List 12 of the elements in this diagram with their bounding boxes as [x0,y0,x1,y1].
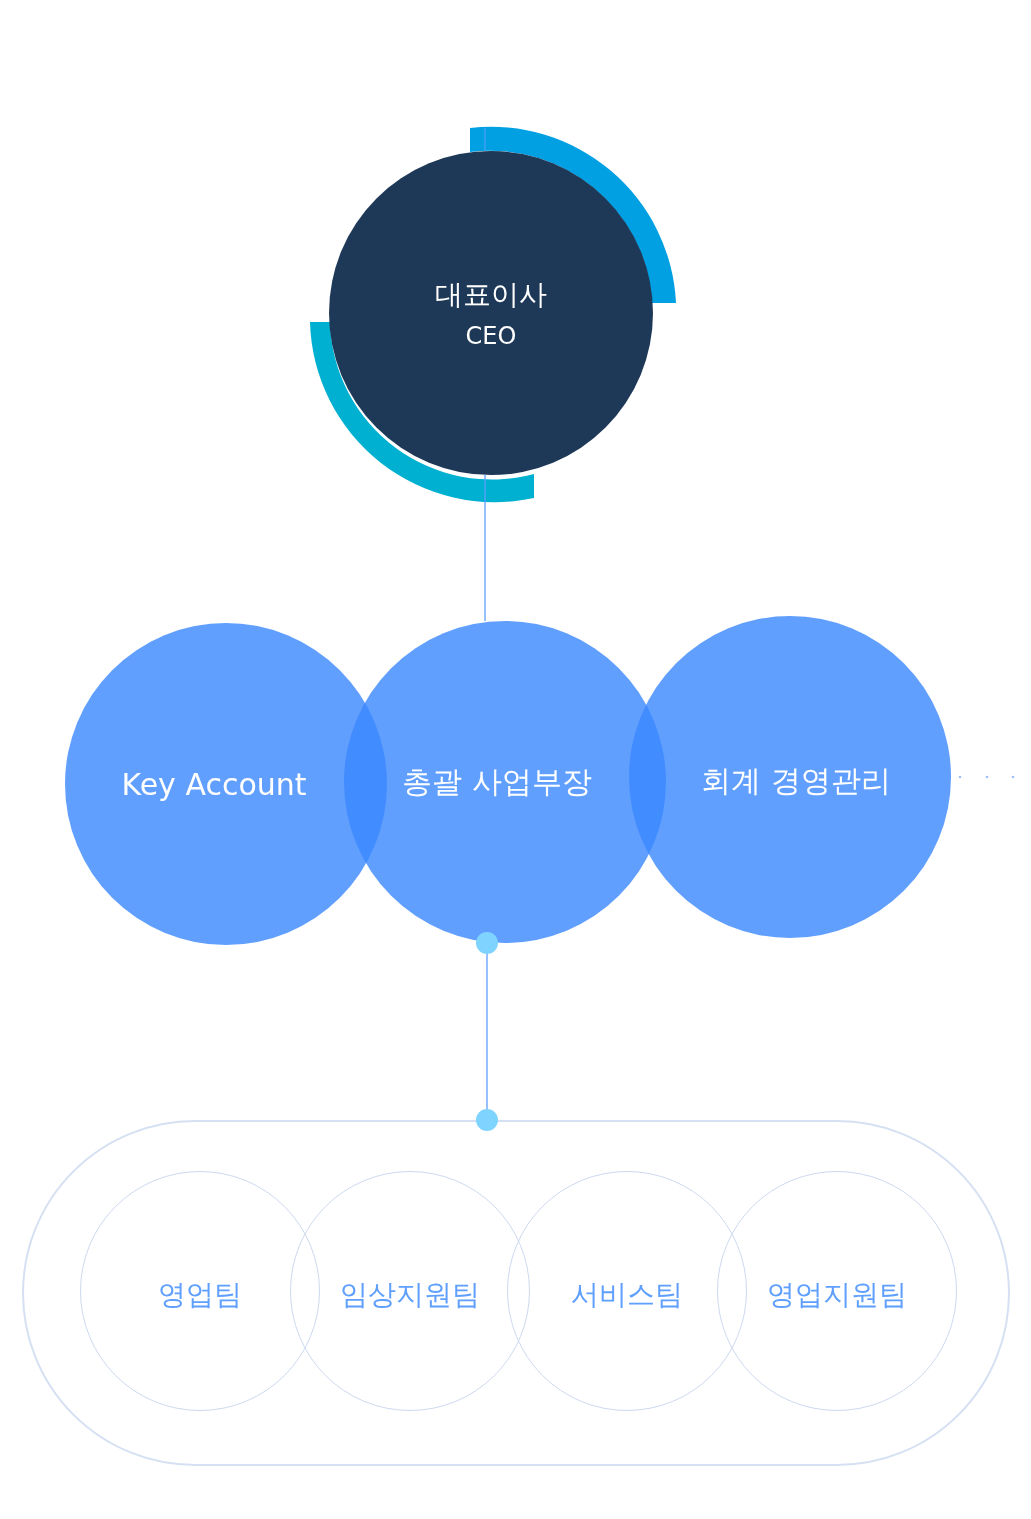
node-title: 회계 경영관리 [701,761,891,800]
node-title: Key Account [121,766,307,802]
node-title: 영업팀 [158,1277,242,1313]
node-title: 영업지원팀 [767,1277,907,1313]
node-title: 임상지원팀 [340,1277,480,1313]
team-group-band [22,1120,1010,1466]
node-subtitle: CEO [465,322,517,350]
node-title: 대표이사 [435,277,547,313]
node-title: 총괄 사업부장 [402,762,592,801]
connector-line [476,932,498,1131]
connector-line [484,474,486,622]
node-title: 서비스팀 [571,1277,683,1313]
